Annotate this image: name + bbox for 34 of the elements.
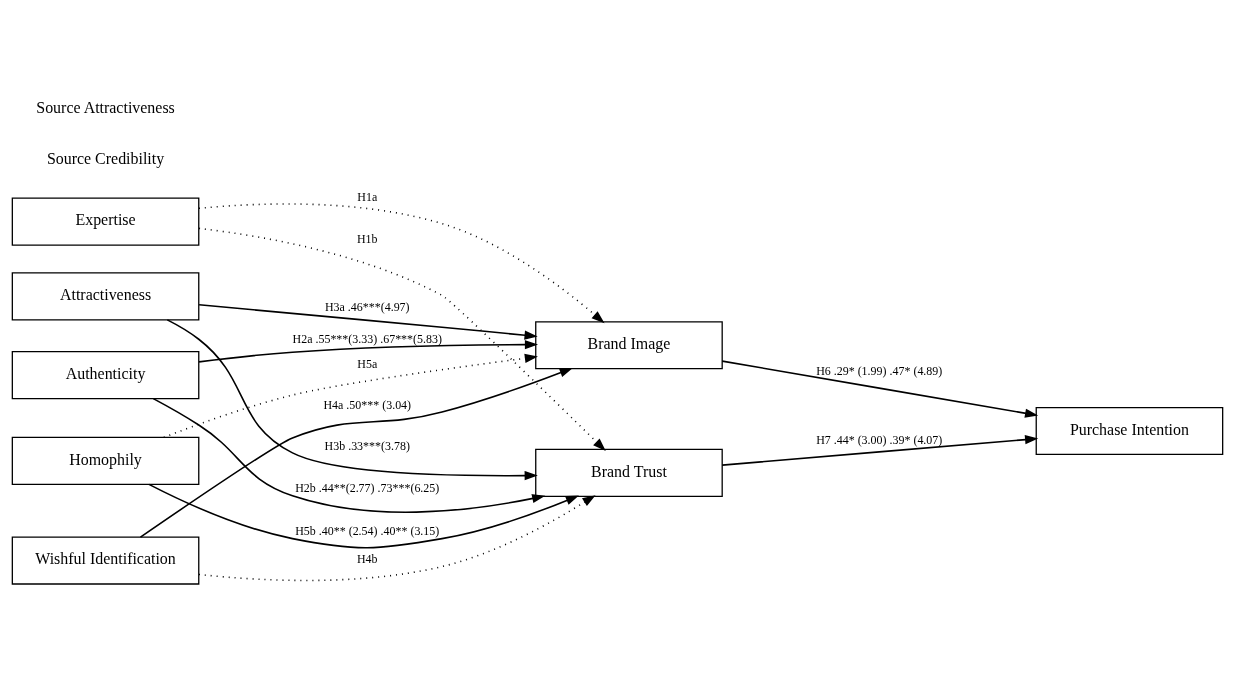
edge-label: H2b .44**(2.77) .73***(6.25): [295, 480, 440, 495]
label: Source Credibility: [46, 149, 165, 167]
edge-label: H5a: [357, 356, 378, 371]
arrow: [139, 367, 573, 538]
edge-label: H3b .33***(3.78): [324, 438, 410, 453]
node-box: Purchase Intention: [1035, 406, 1224, 455]
node-box: Brand Trust: [535, 448, 723, 497]
edge-label: H3a .46***(4.97): [324, 299, 410, 314]
label: Source Attractiveness: [36, 98, 175, 116]
arrow: [148, 483, 579, 549]
arrow: [198, 494, 596, 581]
arrow: [721, 434, 1039, 466]
edge-label: H2a .55***(3.33) .67***(5.83): [292, 331, 442, 346]
edge-label: H5b .40** (2.54) .40** (3.15): [295, 523, 440, 538]
node-box: Brand Image: [535, 320, 723, 369]
node-box: Expertise: [11, 197, 200, 246]
edge-label: H1a: [357, 189, 378, 204]
node-box: Wishful Identification: [11, 536, 200, 585]
arrow: [198, 339, 539, 363]
arrow: [163, 353, 538, 438]
arrow: [152, 397, 546, 513]
arrow: [198, 202, 605, 323]
node-box: Homophily: [11, 436, 200, 485]
node-box: Attractiveness: [11, 271, 200, 320]
edge-label: H7 .44* (3.00) .39* (4.07): [816, 432, 943, 447]
edge-label: H4a .50*** (3.04): [323, 397, 412, 412]
arrow: [721, 359, 1039, 418]
arrow: [198, 303, 538, 340]
node-box: Authenticity: [11, 350, 200, 399]
edge-label: H6 .29* (1.99) .47* (4.89): [816, 363, 943, 378]
arrow: [198, 227, 606, 451]
edge-label: H4b: [356, 551, 378, 566]
edge-label: H1b: [356, 231, 378, 246]
arrow: [166, 318, 538, 480]
